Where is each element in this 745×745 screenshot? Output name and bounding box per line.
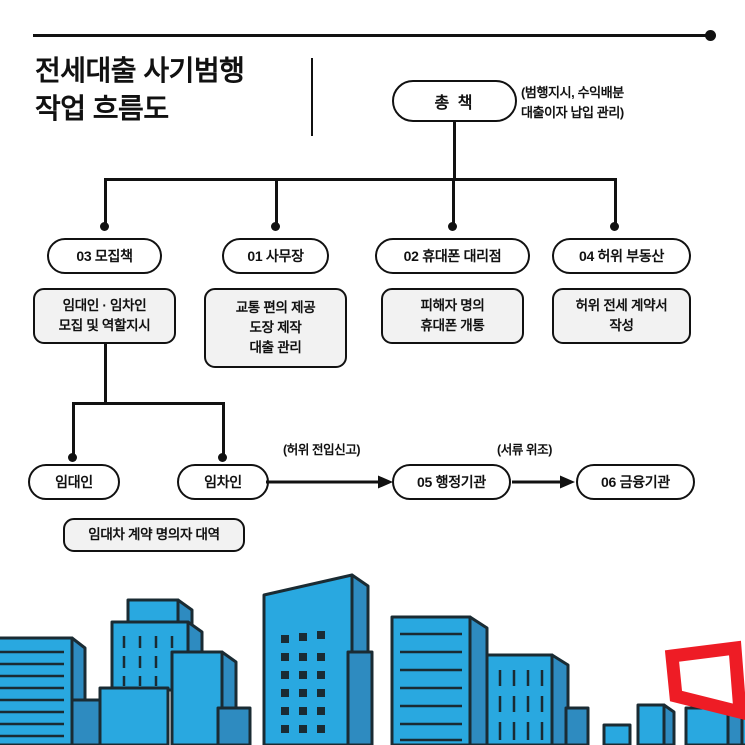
node-role-2-label: 02 휴대폰 대리점 [403, 248, 502, 264]
connector-drop-role-2 [452, 178, 455, 227]
connector-drop-role-0 [104, 178, 107, 227]
node-role-0-label: 03 모집책 [76, 248, 133, 264]
desc-role-1-line-2: 도장 제작 [249, 320, 302, 335]
connector-dot-role-1 [271, 222, 280, 231]
root-annotation-line-2: 대출이자 납입 관리) [521, 105, 624, 120]
connector-drop-role-3 [614, 178, 617, 227]
title-divider [311, 58, 313, 136]
node-role-3[interactable]: 04 허위 부동산 [552, 238, 691, 274]
node-root-label: 총 책 [434, 95, 475, 112]
page-title-line-1: 전세대출 사기범행 [35, 55, 245, 86]
connector-dot-role-2 [448, 222, 457, 231]
desc-role-2-line-1: 피해자 명의 [420, 298, 485, 313]
desc-role-1: 교통 편의 제공 도장 제작 대출 관리 [204, 288, 347, 368]
node-role-1[interactable]: 01 사무장 [222, 238, 329, 274]
arrow-tenant-to-admin [266, 475, 393, 489]
desc-role-2-line-2: 휴대폰 개통 [420, 318, 485, 333]
city-skyline-illustration [0, 573, 745, 745]
node-financial-institution-label: 06 금융기관 [601, 474, 670, 490]
connector-drop-role-1 [275, 178, 278, 227]
node-role-3-label: 04 허위 부동산 [578, 248, 665, 264]
party-note-label: 임대차 계약 명의자 대역 [88, 527, 220, 542]
desc-role-2: 피해자 명의 휴대폰 개통 [381, 288, 524, 344]
arrow-admin-to-financial [512, 475, 575, 489]
page-title-line-2: 작업 흐름도 [35, 93, 169, 124]
desc-role-0: 임대인 · 임차인 모집 및 역할지시 [33, 288, 176, 344]
connector-root-stem [453, 122, 456, 179]
node-root[interactable]: 총 책 [392, 80, 517, 122]
node-party-0-label: 임대인 [55, 474, 93, 490]
edge-label-1: (허위 전입신고) [283, 443, 361, 457]
node-admin-agency[interactable]: 05 행정기관 [392, 464, 511, 500]
desc-role-3: 허위 전세 계약서 작성 [552, 288, 691, 344]
connector-dot-role-3 [610, 222, 619, 231]
connector-dot-party-1 [218, 453, 227, 462]
header-rule-dot [705, 30, 716, 41]
desc-role-1-line-1: 교통 편의 제공 [235, 300, 316, 315]
connector-drop-party-0 [72, 402, 75, 458]
connector-role-bus [105, 178, 616, 181]
red-focus-marker [664, 640, 745, 720]
connector-drop-party-1 [222, 402, 225, 458]
header-rule [33, 34, 712, 37]
desc-role-1-line-3: 대출 관리 [249, 340, 302, 355]
party-note-box: 임대차 계약 명의자 대역 [63, 518, 245, 552]
node-party-1[interactable]: 임차인 [177, 464, 269, 500]
node-admin-agency-label: 05 행정기관 [417, 474, 486, 490]
connector-dot-role-0 [100, 222, 109, 231]
desc-role-0-line-1: 임대인 · 임차인 [62, 298, 147, 313]
desc-role-0-line-2: 모집 및 역할지시 [58, 318, 151, 333]
desc-role-3-line-2: 작성 [609, 318, 634, 333]
desc-role-3-line-1: 허위 전세 계약서 [575, 298, 668, 313]
page-title: 전세대출 사기범행 작업 흐름도 [35, 52, 307, 128]
node-party-1-label: 임차인 [204, 474, 242, 490]
node-financial-institution[interactable]: 06 금융기관 [576, 464, 695, 500]
root-annotation: (범행지시, 수익배분 대출이자 납입 관리) [521, 83, 624, 123]
node-role-2[interactable]: 02 휴대폰 대리점 [375, 238, 530, 274]
node-role-1-label: 01 사무장 [247, 248, 304, 264]
node-party-0[interactable]: 임대인 [28, 464, 120, 500]
connector-dot-party-0 [68, 453, 77, 462]
node-role-0[interactable]: 03 모집책 [47, 238, 162, 274]
root-annotation-line-1: (범행지시, 수익배분 [521, 85, 624, 100]
connector-party-stem [104, 344, 107, 404]
edge-label-2: (서류 위조) [497, 443, 552, 457]
connector-party-bus [73, 402, 225, 405]
